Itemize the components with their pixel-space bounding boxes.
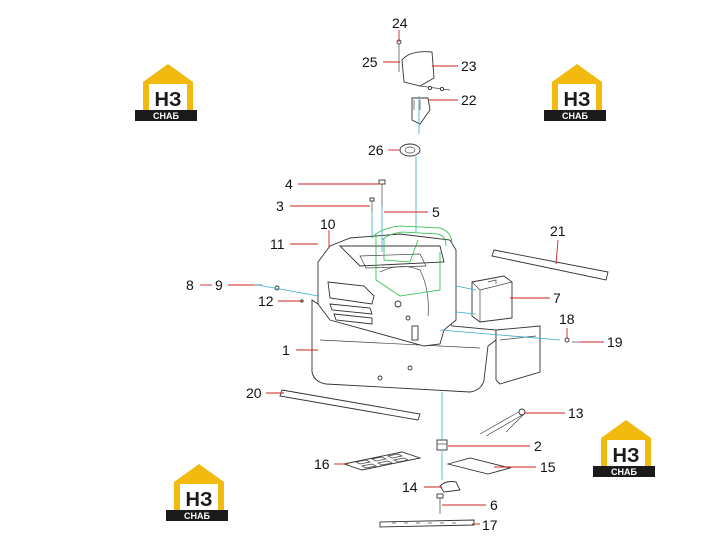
callout-label: 23: [461, 58, 477, 74]
callout-26: 26: [368, 142, 400, 158]
callout-23: 23: [432, 58, 477, 74]
part-17-strip: [379, 519, 475, 528]
callout-label: 8: [186, 277, 194, 293]
callout-9: 9: [215, 277, 254, 293]
part-18-washer: [564, 337, 570, 343]
part-24-bolt: [396, 39, 402, 72]
part-22-bracket: [411, 97, 431, 125]
logo-top-right: НЗ СНАБ: [544, 64, 606, 121]
part-2-fitting: [436, 439, 448, 451]
callout-label: 15: [540, 459, 556, 475]
logo-sub: СНАБ: [184, 511, 210, 521]
callout-label: 24: [392, 15, 408, 31]
part-10-body: [317, 233, 457, 347]
callout-4: 4: [285, 176, 380, 192]
part-26-grommet: [399, 143, 421, 157]
part-14-cover: [439, 481, 461, 493]
callout-label: 17: [482, 517, 498, 533]
callout-1: 1: [282, 342, 318, 358]
logo-mark: НЗ: [564, 89, 591, 111]
callout-label: 18: [559, 311, 575, 327]
callout-13: 13: [524, 405, 584, 421]
callout-label: 1: [282, 342, 290, 358]
callout-label: 22: [461, 92, 477, 108]
callout-19: 19: [580, 334, 623, 350]
callout-25: 25: [362, 54, 400, 70]
logo-sub: СНАБ: [562, 111, 588, 121]
callout-12: 12: [258, 293, 302, 309]
callout-14: 14: [402, 479, 442, 495]
part-15-plate: [446, 457, 512, 475]
callout-5: 5: [384, 204, 440, 220]
callout-label: 20: [246, 385, 262, 401]
logo-sub: СНАБ: [611, 467, 637, 477]
part-6-bolt: [436, 493, 444, 514]
callout-label: 25: [362, 54, 378, 70]
callout-label: 4: [285, 176, 293, 192]
callout-label: 9: [215, 277, 223, 293]
callout-18: 18: [559, 311, 575, 338]
callout-17: 17: [472, 517, 498, 533]
callout-label: 19: [607, 334, 623, 350]
callout-22: 22: [428, 92, 477, 108]
assembly-guides: [257, 96, 561, 480]
callout-21: 21: [550, 223, 566, 265]
callout-6: 6: [442, 497, 498, 513]
logo-top-left: НЗ СНАБ: [135, 64, 197, 121]
part-3-bolt: [369, 197, 375, 212]
part-7-box: [471, 275, 513, 323]
callout-label: 16: [314, 456, 330, 472]
callout-label: 3: [276, 198, 284, 214]
callout-label: 2: [534, 438, 542, 454]
callout-2: 2: [448, 438, 542, 454]
callout-label: 11: [270, 236, 285, 252]
callout-label: 21: [550, 223, 566, 239]
part-21-rail: [491, 249, 609, 281]
part-13-clip: [479, 408, 526, 437]
callout-7: 7: [510, 290, 561, 306]
logo-mark: НЗ: [613, 445, 640, 467]
logo-mark: НЗ: [186, 489, 213, 511]
part-4-bolt: [378, 179, 386, 206]
callout-3: 3: [276, 198, 370, 214]
callout-16: 16: [314, 456, 348, 472]
callout-label: 13: [568, 405, 584, 421]
callout-10: 10: [320, 216, 336, 248]
part-16-mat: [342, 451, 422, 471]
callout-label: 5: [432, 204, 440, 220]
callout-label: 10: [320, 216, 336, 232]
logo-sub: СНАБ: [153, 111, 179, 121]
part-23-bracket: [401, 51, 451, 92]
callout-20: 20: [246, 385, 284, 401]
part-20-rail: [279, 389, 421, 421]
callout-label: 26: [368, 142, 384, 158]
callout-label: 12: [258, 293, 274, 309]
callout-label: 14: [402, 479, 418, 495]
logo-bottom-left: НЗ СНАБ: [166, 464, 228, 521]
callout-24: 24: [392, 15, 408, 42]
callout-label: 7: [553, 290, 561, 306]
part-handle: [371, 225, 453, 247]
logo-mark: НЗ: [155, 89, 182, 111]
callout-8: 8: [186, 277, 212, 293]
logo-mid-right: НЗ СНАБ: [593, 420, 655, 477]
callout-15: 15: [494, 459, 556, 475]
callout-11: 11: [270, 236, 318, 252]
callout-label: 6: [490, 497, 498, 513]
